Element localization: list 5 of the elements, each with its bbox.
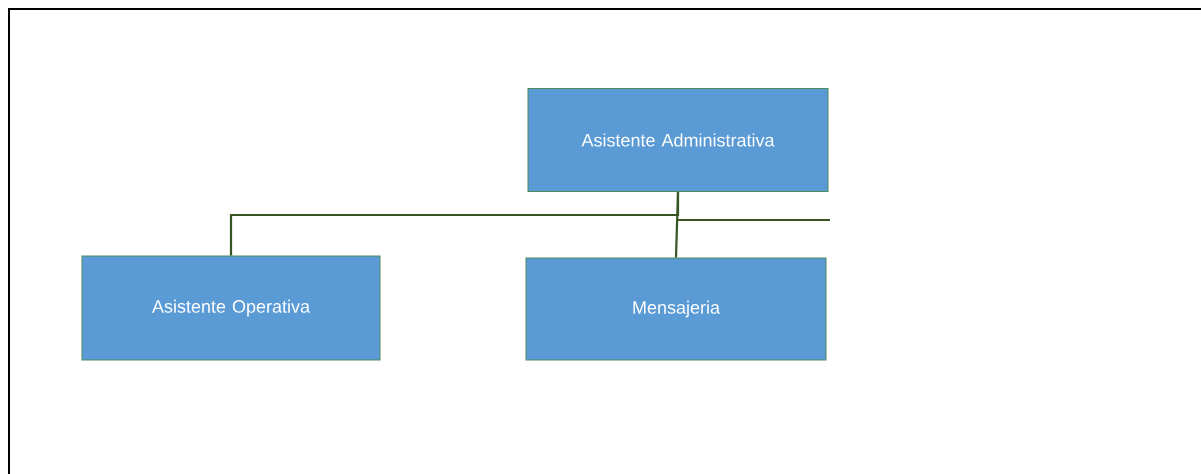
org-box: Asistente Administrativa (527, 88, 829, 192)
org-box: Asistente Operativa (81, 255, 381, 361)
connector-line (678, 218, 830, 222)
connector-line (674, 191, 680, 258)
org-box: Mensajeria (525, 257, 827, 361)
